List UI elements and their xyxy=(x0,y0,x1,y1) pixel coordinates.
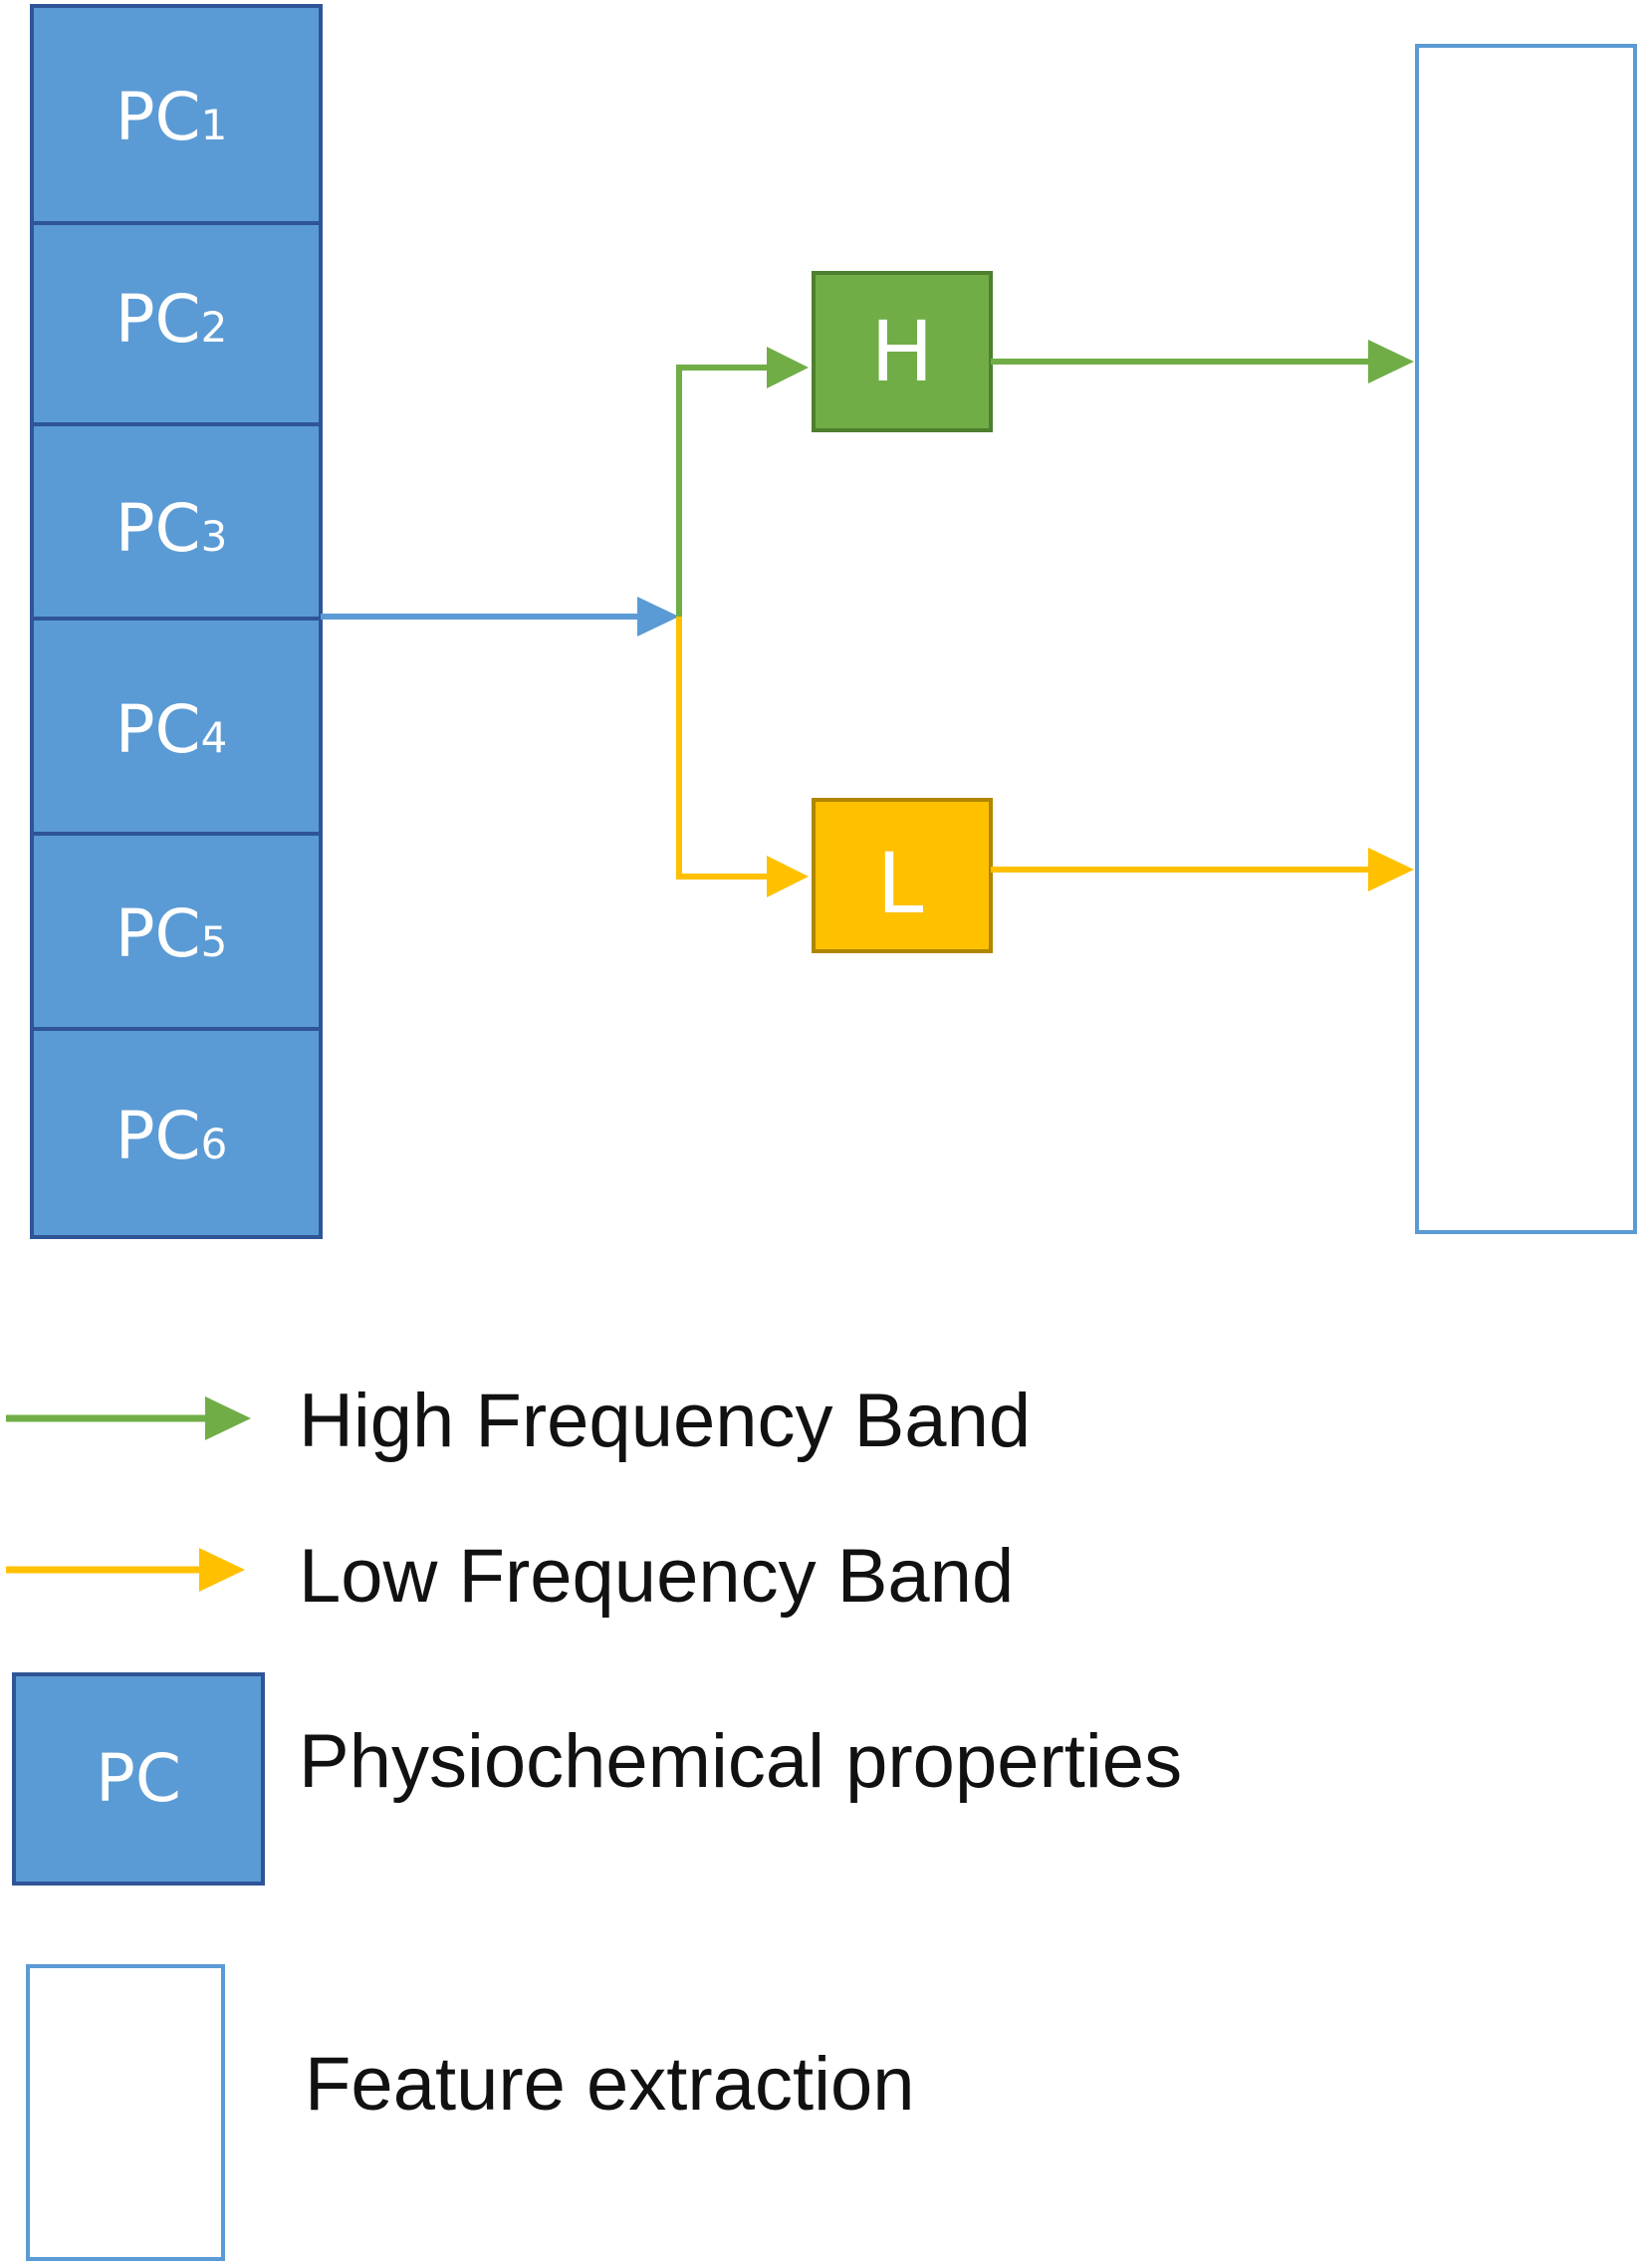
pc-stack: PC1 PC2 PC3 PC4 PC5 PC6 xyxy=(30,4,323,1239)
legend-high-item: High Frequency Band xyxy=(6,1379,1031,1463)
low-frequency-box: L xyxy=(812,798,993,953)
input-arrow xyxy=(321,597,679,636)
legend-low-label: Low Frequency Band xyxy=(299,1534,1014,1619)
low-output-arrow xyxy=(991,848,1414,891)
high-branch-arrow xyxy=(676,347,809,617)
high-frequency-box-label: H xyxy=(870,303,933,400)
pc-block-4: PC4 xyxy=(30,617,323,836)
legend-pc-swatch-label: PC xyxy=(96,1740,181,1817)
legend-pc-swatch xyxy=(12,1672,265,1886)
pc-block-3-label: PC3 xyxy=(116,490,228,567)
high-output-arrowhead xyxy=(1368,340,1414,383)
pc-block-4-label: PC4 xyxy=(116,691,228,768)
legend-pc-item: PC Physiochemical properties xyxy=(12,1672,1182,1886)
pc-block-2-label: PC2 xyxy=(116,281,228,358)
legend-low-arrowhead xyxy=(199,1548,245,1592)
high-frequency-box: H xyxy=(812,271,993,432)
pc-block-3: PC3 xyxy=(30,422,323,621)
pc-block-5: PC5 xyxy=(30,832,323,1031)
pc-block-6-label: PC6 xyxy=(116,1098,228,1174)
legend-pc-label: Physiochemical properties xyxy=(299,1719,1182,1804)
legend-feature-swatch xyxy=(26,1964,225,2261)
low-branch-arrow xyxy=(676,617,809,897)
legend-feature-item: Feature extraction xyxy=(26,1964,915,2261)
legend-high-arrowhead xyxy=(205,1396,251,1440)
pc-block-1-label: PC1 xyxy=(116,79,228,155)
pc-block-6: PC6 xyxy=(30,1027,323,1239)
legend: High Frequency Band Low Frequency Band P… xyxy=(6,1379,1182,2261)
high-branch-arrowhead xyxy=(767,347,809,388)
pc-block-1: PC1 xyxy=(30,4,323,225)
pc-block-2: PC2 xyxy=(30,221,323,426)
low-output-arrowhead xyxy=(1368,848,1414,891)
high-output-arrow xyxy=(991,340,1414,383)
feature-extraction-box xyxy=(1415,44,1637,1234)
low-branch-arrowhead xyxy=(767,856,809,897)
legend-feature-label: Feature extraction xyxy=(305,2042,915,2127)
low-frequency-box-label: L xyxy=(877,835,924,932)
pc-block-5-label: PC5 xyxy=(116,895,228,972)
legend-low-item: Low Frequency Band xyxy=(6,1534,1014,1619)
legend-high-label: High Frequency Band xyxy=(299,1379,1031,1463)
input-arrowhead xyxy=(637,597,679,636)
